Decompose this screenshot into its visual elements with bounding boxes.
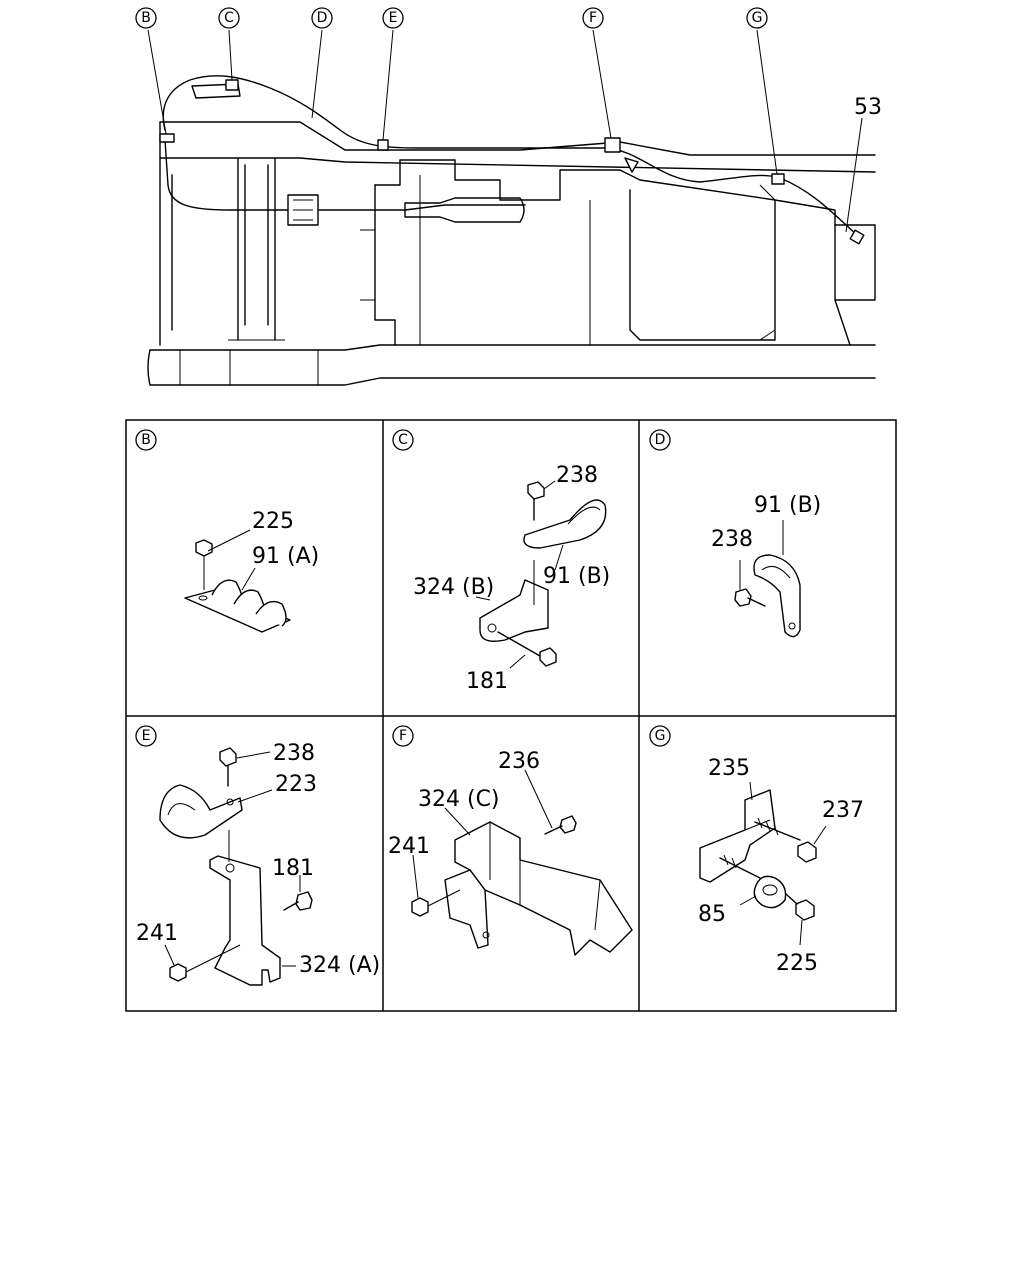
- chassis-overview: [147, 29, 876, 386]
- callout-b-label: B: [141, 10, 151, 26]
- callout-b: B: [135, 7, 157, 29]
- panel-g-letter: G: [655, 728, 666, 744]
- panel-f-label-3: 241: [388, 834, 430, 859]
- panel-e-letter: E: [142, 728, 151, 744]
- panel-c-label-4: 181: [466, 669, 508, 694]
- panel-b-label-1: 225: [252, 509, 294, 534]
- detail-grid: [125, 419, 897, 1012]
- panel-g-label-4: 225: [776, 951, 818, 976]
- panel-g: G 235 237 85 225: [649, 725, 864, 976]
- panel-b: B 225 91 (A): [135, 429, 319, 633]
- panel-e-label-2: 223: [275, 772, 317, 797]
- callout-e: E: [382, 7, 404, 29]
- panel-d-letter: D: [655, 432, 666, 448]
- callout-d: D: [311, 7, 333, 29]
- panel-d: D 91 (B) 238: [649, 429, 821, 638]
- panel-g-label-3: 85: [698, 902, 726, 927]
- panel-e-label-4: 241: [136, 921, 178, 946]
- panel-c-letter: C: [398, 432, 408, 448]
- callout-c-label: C: [224, 10, 234, 26]
- panel-e-label-5: 324 (A): [299, 953, 380, 978]
- panel-e-label-3: 181: [272, 856, 314, 881]
- callout-d-label: D: [317, 10, 328, 26]
- panel-f-label-2: 324 (C): [418, 787, 500, 812]
- callout-e-label: E: [389, 10, 398, 26]
- panel-f: F 236 324 (C) 241: [388, 725, 633, 956]
- panel-f-label-1: 236: [498, 749, 540, 774]
- panel-d-label-1: 91 (B): [754, 493, 821, 518]
- callout-g: G: [746, 7, 768, 29]
- part-label-53: 53: [854, 95, 882, 120]
- panel-f-letter: F: [399, 728, 407, 744]
- panel-c-label-1: 238: [556, 463, 598, 488]
- callout-g-label: G: [752, 10, 763, 26]
- panel-c: C 238 91 (B) 324 (B) 181: [392, 429, 610, 694]
- callout-c: C: [218, 7, 240, 29]
- panel-g-label-1: 235: [708, 756, 750, 781]
- callout-f-label: F: [589, 10, 597, 26]
- panel-c-label-3: 324 (B): [413, 575, 494, 600]
- panel-c-label-2: 91 (B): [543, 564, 610, 589]
- panel-d-label-2: 238: [711, 527, 753, 552]
- panel-e: E 238 223 181 241 324 (A): [135, 725, 380, 986]
- panel-e-label-1: 238: [273, 741, 315, 766]
- panel-b-letter: B: [141, 432, 151, 448]
- panel-b-label-2: 91 (A): [252, 544, 319, 569]
- panel-g-label-2: 237: [822, 798, 864, 823]
- callout-f: F: [582, 7, 604, 29]
